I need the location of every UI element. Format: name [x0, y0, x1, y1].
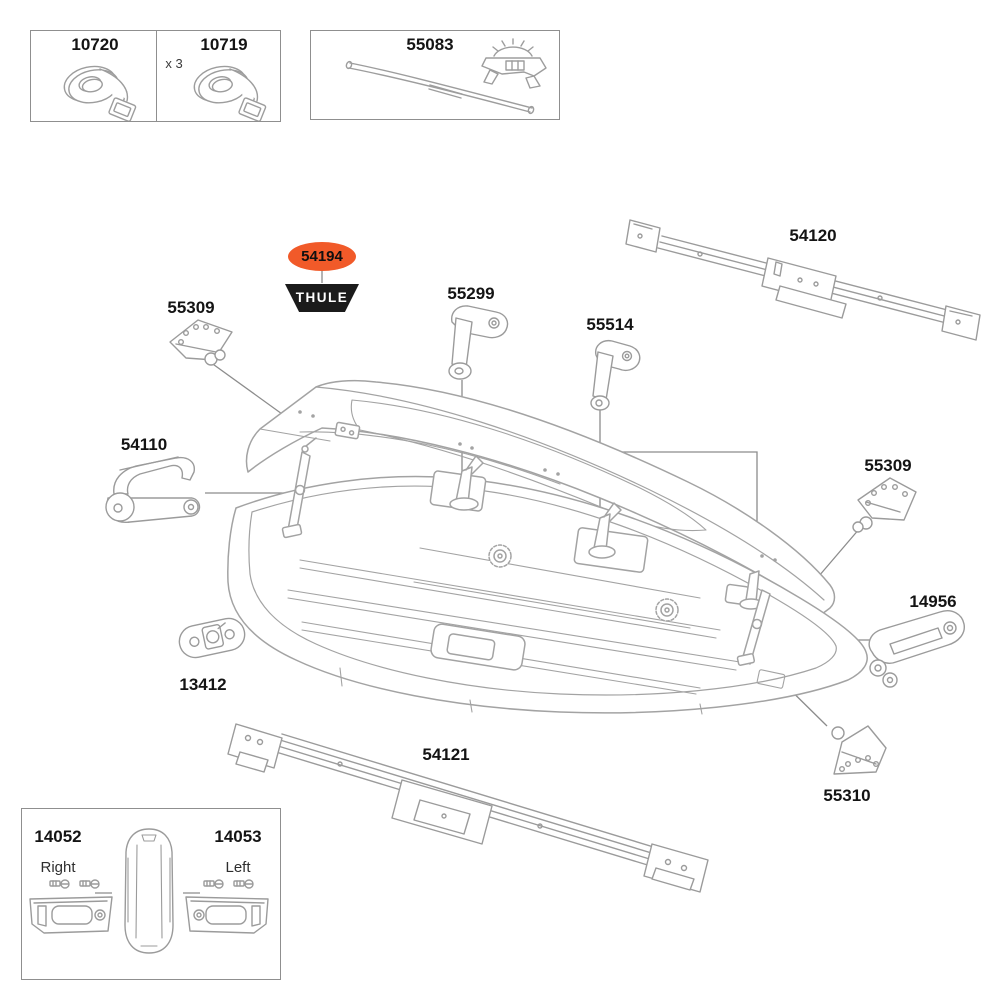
part-label-54121[interactable]: 54121: [422, 745, 470, 764]
screw-icon: [49, 879, 100, 889]
part-label-55083[interactable]: 55083: [406, 35, 454, 54]
part-55514-drawing: [590, 339, 641, 411]
part-label-10720[interactable]: 10720: [71, 35, 119, 54]
kit-box-divider: [156, 31, 157, 121]
part-label-55309-right[interactable]: 55309: [864, 456, 912, 475]
part-label-55514[interactable]: 55514: [586, 315, 634, 334]
part-label-54120[interactable]: 54120: [789, 226, 837, 245]
thule-logo-badge: THULE: [285, 284, 359, 312]
kit-box-straps: [30, 30, 281, 122]
kit-box-endcaps: [21, 808, 281, 980]
side-label-left: Left: [225, 859, 251, 876]
part-label-10719[interactable]: 10719: [200, 35, 248, 54]
handle-recess: [430, 623, 526, 671]
part-label-55310[interactable]: 55310: [823, 786, 871, 805]
knob-icon: [488, 544, 512, 568]
part-55299-drawing: [448, 305, 509, 380]
claw-latch-front: [429, 455, 487, 512]
part-label-14052[interactable]: 14052: [34, 827, 82, 846]
part-55309-right-drawing: [852, 477, 917, 533]
part-54110-drawing: [105, 456, 201, 523]
endcap-right-icon: [29, 879, 113, 934]
strut-left: [281, 437, 317, 539]
part-14956-drawing: [868, 610, 965, 688]
kit-box-rod: [310, 30, 560, 120]
lid-lock-icon: [334, 421, 361, 440]
claw-latch-center: [573, 502, 649, 573]
quantity-label: x 3: [165, 56, 183, 71]
roofbox-base-drawing: [227, 437, 868, 715]
side-label-right: Right: [40, 859, 76, 876]
tension-rod-icon: [345, 60, 535, 115]
endcap-left-icon: [185, 879, 269, 934]
part-54120-drawing: [625, 219, 981, 341]
part-label-13412[interactable]: 13412: [179, 675, 227, 694]
part-label-54194-highlighted[interactable]: 54194: [288, 242, 356, 271]
part-55309-left-drawing: [169, 319, 233, 366]
part-label-14956[interactable]: 14956: [909, 592, 957, 611]
part-label-55309-left[interactable]: 55309: [167, 298, 215, 317]
part-54121-drawing: [227, 723, 709, 893]
part-label-54110[interactable]: 54110: [120, 435, 168, 454]
part-label-55299[interactable]: 55299: [447, 284, 495, 303]
screw-icon: [203, 879, 254, 889]
rod-clamp-icon: [481, 38, 547, 89]
part-13412-drawing: [178, 617, 246, 659]
box-topview-icon: [124, 828, 174, 954]
part-label-14053[interactable]: 14053: [214, 827, 262, 846]
roofbox-lid-drawing: [245, 379, 836, 615]
part-55310-drawing: [831, 725, 887, 775]
claw-latch-rear: [724, 570, 763, 610]
strut-right: [736, 589, 771, 666]
knob-icon: [655, 598, 679, 622]
